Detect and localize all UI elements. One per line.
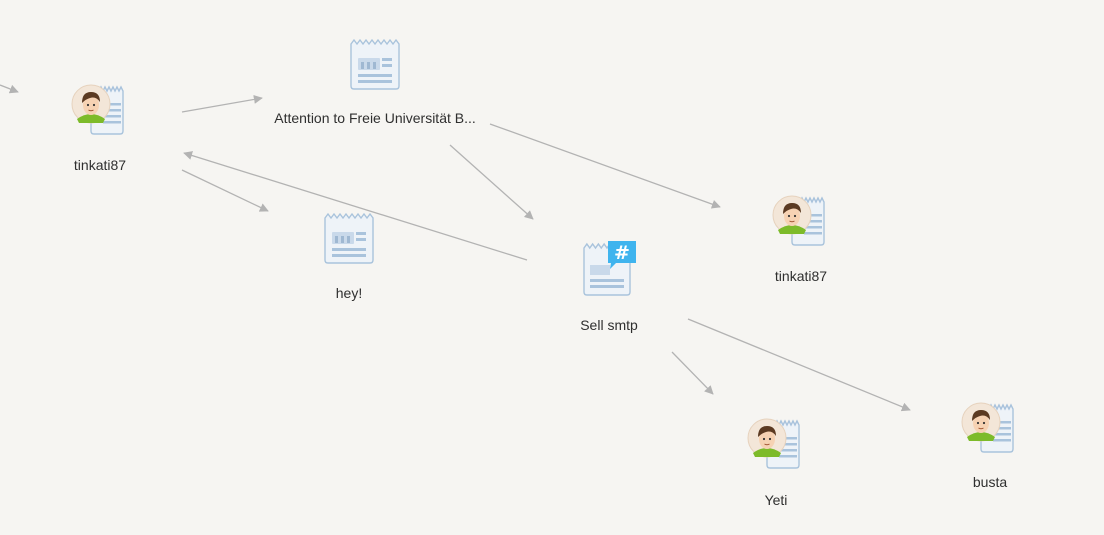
edge-n4-to-n6[interactable] [671,351,714,395]
node-label: tinkati87 [774,268,828,284]
edge-n2-to-n4[interactable] [449,144,534,220]
person-document-icon [772,192,830,255]
edge-layer [0,84,911,412]
node-label: hey! [335,285,363,301]
edge-n4-to-n7[interactable] [687,318,911,412]
edge-n1-to-n2[interactable] [181,94,263,113]
node-label: Yeti [764,492,788,508]
graph-node-message[interactable]: hey! [199,212,499,301]
person-document-icon [961,399,1019,462]
edge-offscreen-to-n1[interactable] [0,84,19,94]
svg-text:#: # [614,242,630,264]
message-document-icon [323,212,375,269]
hashtag-document-icon: # [580,239,638,302]
node-label: tinkati87 [73,157,127,173]
person-document-icon [71,81,129,144]
person-document-icon [747,415,805,478]
edge-n2-to-n5[interactable] [489,123,721,209]
message-document-icon [349,38,401,95]
edge-n4-to-n1[interactable] [183,151,528,261]
graph-node-message[interactable]: Attention to Freie Universität B... [225,38,525,126]
node-label: busta [972,474,1008,490]
node-label: Sell smtp [580,317,638,333]
edge-n1-to-n3[interactable] [181,169,269,212]
graph-node-person[interactable]: tinkati87 [0,81,250,173]
node-label: Attention to Freie Universität B... [274,110,476,126]
graph-node-topic[interactable]: # Sell smtp [459,239,759,333]
graph-node-person[interactable]: Yeti [626,415,926,508]
graph-node-person[interactable]: tinkati87 [651,192,951,284]
graph-node-person[interactable]: busta [840,399,1104,490]
